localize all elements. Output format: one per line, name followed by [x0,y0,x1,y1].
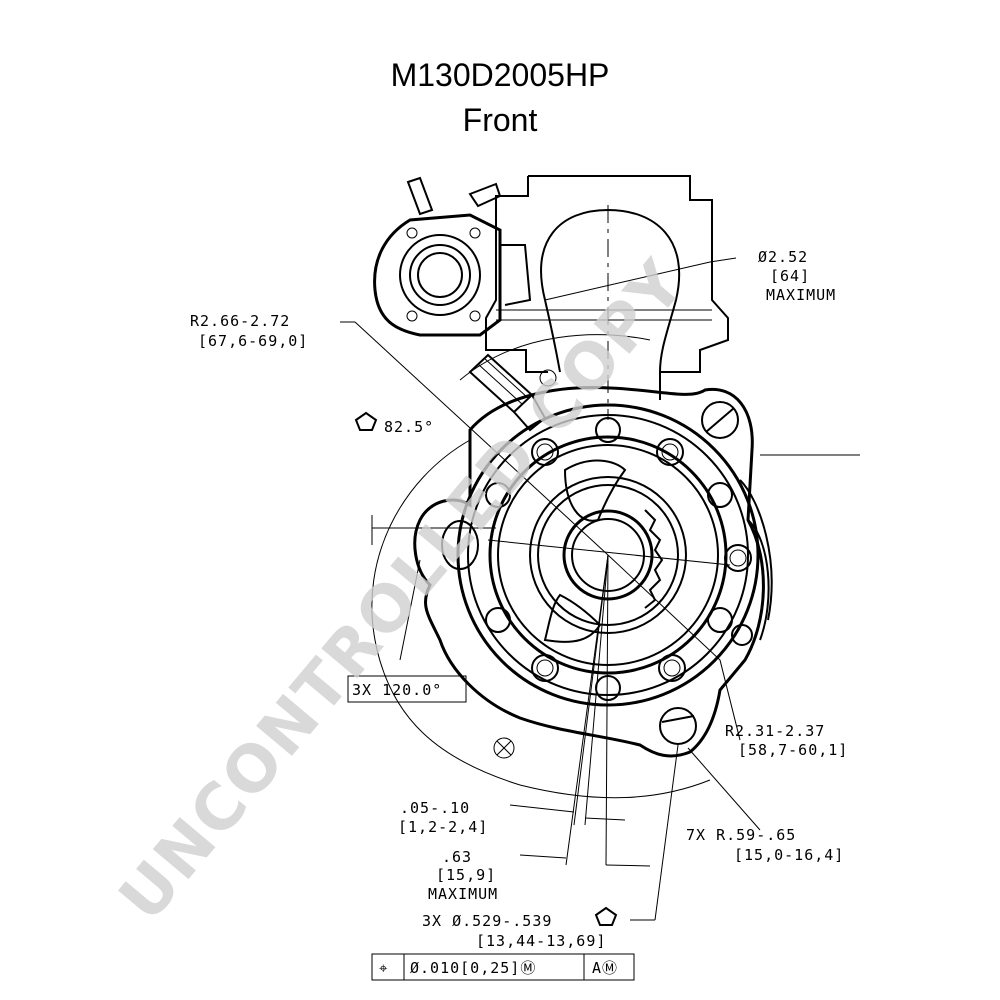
radius1-label: R2.66-2.72 [190,312,290,330]
mount-hole-bottom [659,707,697,745]
fcf-position-symbol: ⌖ [379,959,388,977]
bolt-hole-7 [485,482,511,508]
solenoid-housing [485,175,729,420]
angle2-callout: 3X 120.0° [347,675,467,703]
datum-hole [493,737,515,759]
bolt-hole-10 [707,607,733,633]
width-label: .63 [442,848,472,866]
terminal-stud [373,176,532,337]
diameter-note: MAXIMUM [766,286,836,304]
bolt-hole-8 [707,482,733,508]
view-label: Front [462,102,538,138]
mounting-flange [413,386,773,758]
radius2-mm-label: [58,7-60,1] [738,741,848,759]
fcf-tolerance: Ø.010[0,25]Ⓜ [410,959,536,977]
bolt-hole-1 [531,438,559,466]
dimension-lines [340,257,860,921]
dimension-labels: Ø2.52 [64] MAXIMUM R2.66-2.72 [67,6-69,0… [190,248,848,981]
bolt-hole-3 [724,544,752,572]
bolt-callout: 3X Ø.529-.539 [13,44-13,69] [422,906,618,950]
offset-mm-label: [1,2-2,4] [398,818,488,836]
bolt-label: 3X Ø.529-.539 [422,912,552,930]
holes-label: 7X R.59-.65 [686,826,796,844]
fcf-datum: AⓂ [592,959,618,977]
width-mm-label: [15,9] [436,866,496,884]
diameter-label: Ø2.52 [758,248,808,266]
bolt-holes [441,401,753,759]
bolt-hole-4 [658,654,686,682]
mount-hole-left [441,520,479,570]
angle2-label: 3X 120.0° [352,681,442,699]
feature-control-frame: ⌖ Ø.010[0,25]Ⓜ AⓂ [371,953,635,981]
radius2-label: R2.31-2.37 [725,722,825,740]
bolt-mm-label: [13,44-13,69] [476,932,606,950]
bolt-hole-9 [485,607,511,633]
holes-mm-label: [15,0-16,4] [734,846,844,864]
angle1-label: 82.5° [384,418,434,436]
radius1-mm-label: [67,6-69,0] [198,332,308,350]
bolt-hole-6 [595,417,621,443]
offset-label: .05-.10 [400,799,470,817]
drawing-title: M130D2005HP [390,57,610,93]
diameter-mm-label: [64] [770,267,810,285]
mount-hole-top [701,401,739,439]
angle1-callout: 82.5° [354,411,434,436]
bolt-hole-5 [531,654,559,682]
bolt-hole-2 [656,438,684,466]
mount-hole-right [731,624,753,646]
bolt-hole-11 [595,675,621,701]
width-note: MAXIMUM [428,885,498,903]
